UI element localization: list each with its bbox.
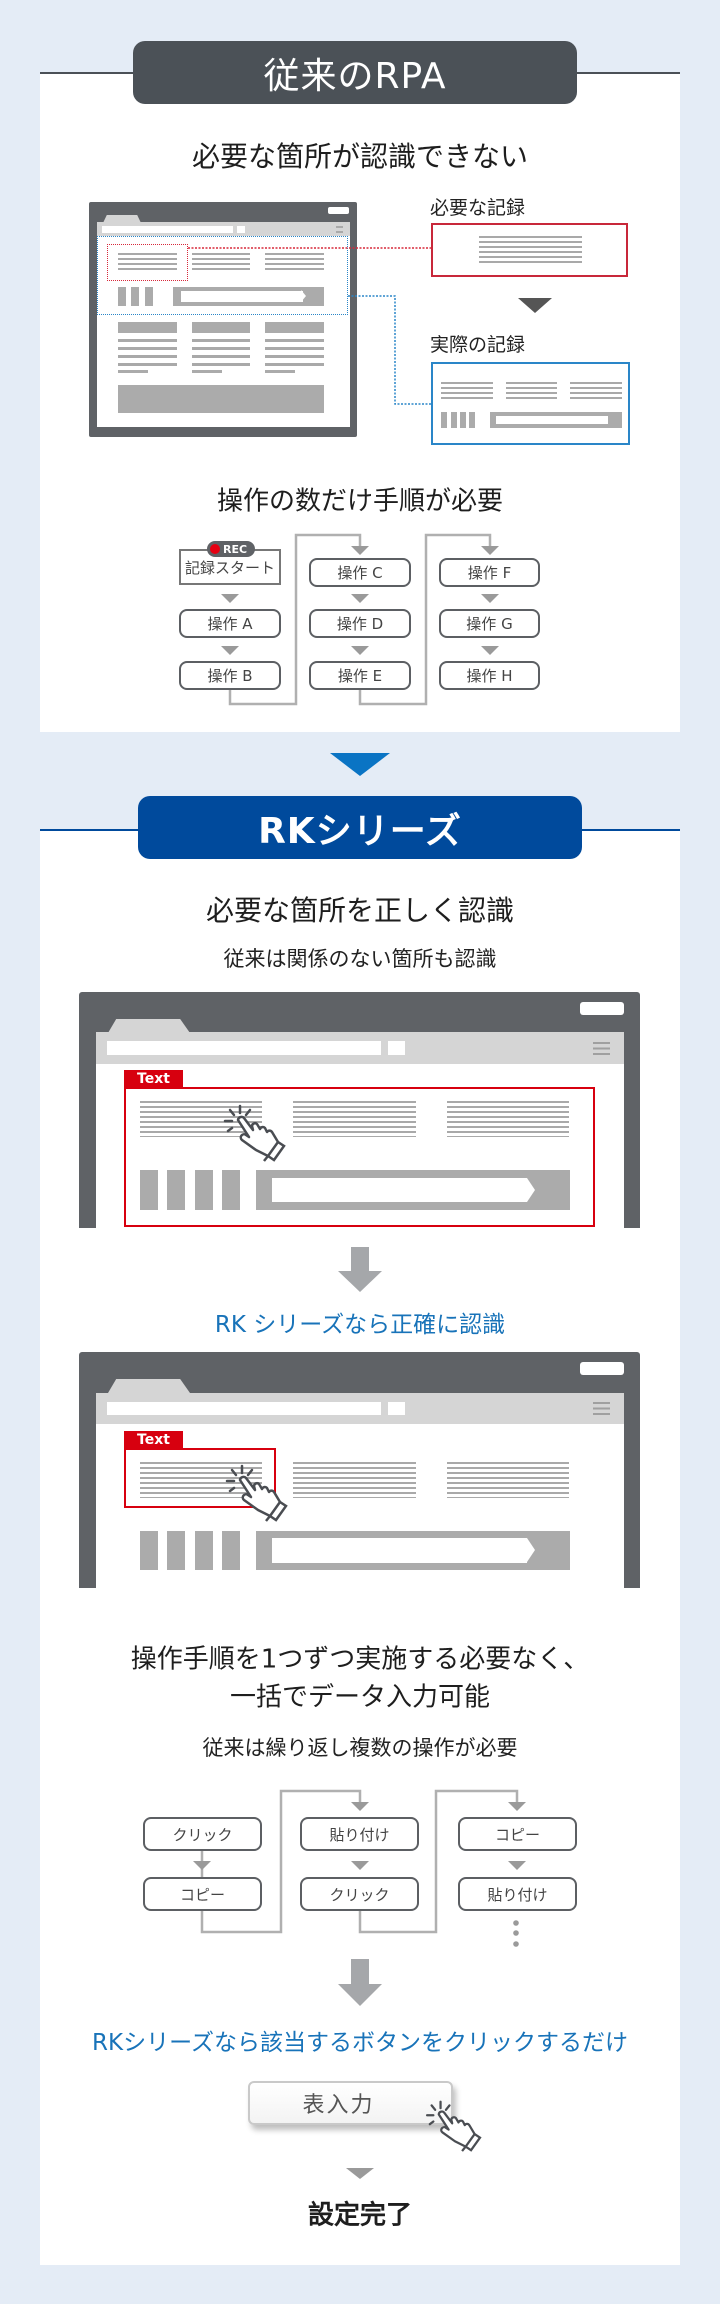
browser-tab (108, 1379, 190, 1393)
table-input-button[interactable]: 表入力 (248, 2081, 453, 2125)
window-controls-icon (328, 207, 349, 214)
legacy-connectors (188, 247, 499, 706)
rk-recognition-subtitle: 従来は関係のない箇所も認識 (223, 947, 497, 971)
rk-header-text: RKシリーズ (258, 810, 462, 852)
repeat-step-box: 貼り付け (458, 1877, 577, 1911)
more-steps-ellipsis-icon (513, 1920, 519, 1947)
legacy-steps-title: 操作の数だけ手順が必要 (216, 486, 503, 517)
address-bar (107, 1402, 381, 1415)
step-box: 操作 A (179, 609, 281, 638)
repeat-flow-connectors (200, 1789, 526, 1947)
down-triangle-icon (518, 298, 552, 313)
legacy-recognition-title: 必要な箇所が認識できない (191, 140, 528, 173)
menu-icon (593, 1042, 610, 1055)
repeat-step-box: クリック (143, 1817, 262, 1851)
rk-batch-subtitle: 従来は繰り返し複数の操作が必要 (202, 1736, 518, 1760)
rk-batch-title-line2: 一括でデータ入力可能 (229, 1682, 490, 1713)
rk-cta-label: RKシリーズなら該当するボタンをクリックするだけ (92, 2030, 628, 2056)
step-box: 操作 F (439, 558, 540, 587)
needed-record-label: 必要な記録 (430, 197, 526, 219)
flow-connector-1 (228, 533, 362, 706)
recognized-region-precise (124, 1448, 276, 1508)
window-controls-icon (580, 1362, 624, 1375)
menu-icon (593, 1402, 610, 1415)
browser-tab (108, 1019, 190, 1033)
repeat-step-box: 貼り付け (300, 1817, 419, 1851)
repeat-step-box: クリック (300, 1877, 419, 1911)
actual-record-box (431, 362, 630, 445)
record-start-box: 記録スタート (179, 549, 281, 585)
address-bar (107, 1041, 381, 1055)
browser-tab (103, 215, 141, 223)
menu-icon (336, 226, 343, 234)
step-box: 操作 C (309, 558, 411, 587)
window-controls-icon (580, 1002, 624, 1015)
actual-connector (348, 295, 431, 405)
needed-capture-region (107, 244, 188, 281)
legacy-header: 従来のRPA (133, 41, 577, 104)
down-triangle-icon (346, 2168, 374, 2179)
actual-record-label: 実際の記録 (430, 334, 526, 356)
table-input-button-label: 表入力 (302, 2093, 375, 2118)
rk-accurate-label: RK シリーズなら正確に認識 (214, 1312, 506, 1338)
click-hand-icon (425, 2100, 482, 2152)
step-box: 操作 H (439, 661, 540, 690)
text-tag: Text (124, 1431, 183, 1449)
done-label: 設定完了 (307, 2200, 412, 2231)
text-tag: Text (124, 1070, 183, 1088)
record-start-label: 記録スタート (184, 559, 275, 577)
needed-record-box (431, 223, 628, 277)
flow-connector-2 (358, 533, 492, 706)
rk-batch-title-line1: 操作手順を1つずつ実施する必要なく、 (130, 1644, 590, 1675)
repeat-step-box: コピー (143, 1877, 262, 1911)
record-dot-icon (210, 544, 220, 554)
click-hand-icon (223, 1104, 286, 1162)
step-box: 操作 B (179, 661, 281, 690)
actual-capture-region (97, 236, 348, 315)
down-arrow-icon (338, 1959, 382, 2006)
click-hand-icon (225, 1464, 288, 1522)
step-box: 操作 G (439, 609, 540, 638)
legacy-header-text: 従来のRPA (263, 55, 447, 97)
step-box: 操作 D (309, 609, 411, 638)
rk-recognition-title: 必要な箇所を正しく認識 (205, 894, 514, 927)
rk-header: RKシリーズ (138, 796, 582, 859)
rec-badge: REC (207, 541, 255, 557)
transition-arrow-icon (330, 753, 390, 776)
address-bar (102, 226, 233, 233)
rec-badge-text: REC (223, 542, 248, 556)
down-arrow-icon (338, 1247, 382, 1292)
step-box: 操作 E (309, 661, 411, 690)
recognized-region-wide (124, 1087, 595, 1227)
repeat-step-box: コピー (458, 1817, 577, 1851)
